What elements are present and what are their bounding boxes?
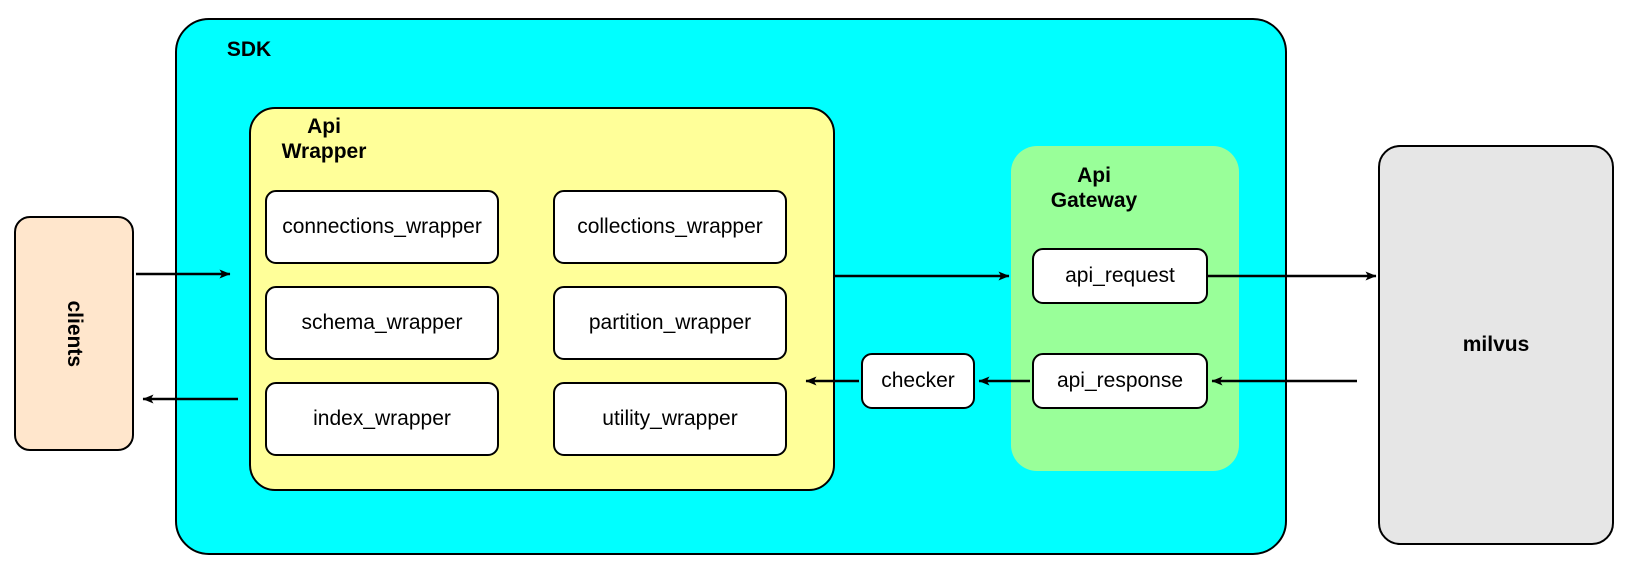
node-utility-wrapper[interactable]: utility_wrapper (553, 382, 787, 456)
node-connections-wrapper[interactable]: connections_wrapper (265, 190, 499, 264)
api-gateway-container-label: Api Gateway (1050, 164, 1138, 212)
node-label: milvus (1462, 333, 1530, 357)
node-api-response[interactable]: api_response (1032, 353, 1208, 409)
api-gateway-container[interactable] (1011, 146, 1239, 471)
node-partition-wrapper[interactable]: partition_wrapper (553, 286, 787, 360)
node-index-wrapper[interactable]: index_wrapper (265, 382, 499, 456)
node-milvus[interactable]: milvus (1378, 145, 1614, 545)
node-checker[interactable]: checker (861, 353, 975, 409)
node-api-request[interactable]: api_request (1032, 248, 1208, 304)
node-clients[interactable]: clients (14, 216, 134, 451)
node-label: partition_wrapper (588, 311, 752, 335)
node-schema-wrapper[interactable]: schema_wrapper (265, 286, 499, 360)
node-label: api_response (1056, 369, 1184, 393)
sdk-container-label: SDK (226, 38, 272, 61)
node-label: utility_wrapper (602, 407, 738, 431)
node-label: clients (62, 300, 86, 367)
node-label: connections_wrapper (282, 215, 482, 239)
node-label: api_request (1065, 264, 1175, 288)
node-label: checker (881, 369, 955, 393)
api-wrapper-container-label: Api Wrapper (281, 115, 367, 163)
node-collections-wrapper[interactable]: collections_wrapper (553, 190, 787, 264)
node-label: collections_wrapper (577, 215, 763, 239)
node-label: schema_wrapper (301, 311, 463, 335)
node-label: index_wrapper (313, 407, 451, 431)
